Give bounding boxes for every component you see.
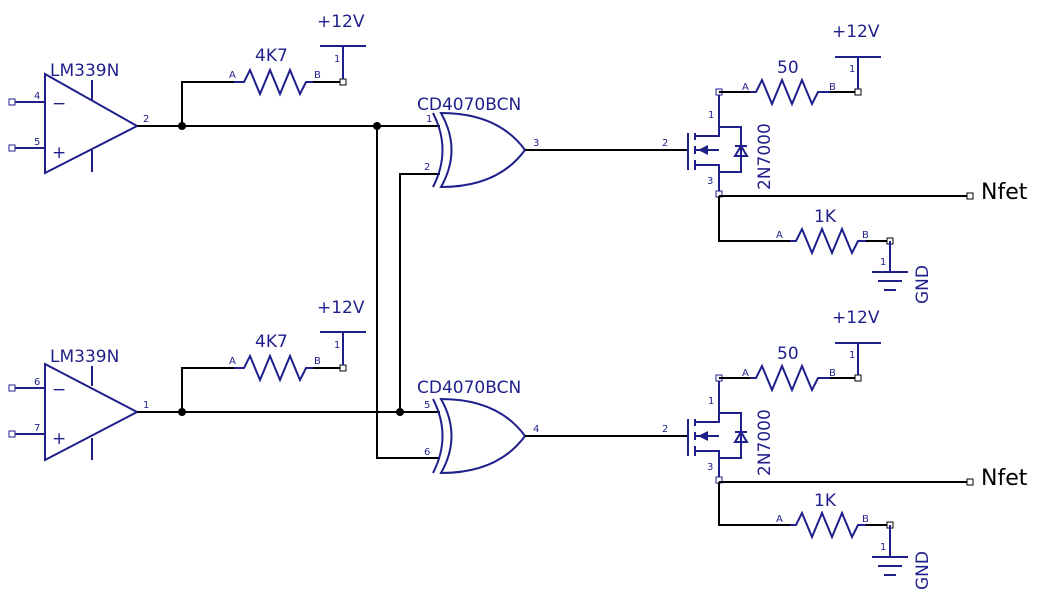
output-label-1: Nfet: [981, 180, 1028, 205]
mosfet-1-pin-drain: 1: [708, 110, 714, 121]
xor-1-label: CD4070BCN: [417, 95, 521, 115]
xor-1-pin-in1: 1: [426, 114, 432, 125]
supply-3: 1 +12V: [317, 298, 366, 365]
comparator-2-pin-out: 1: [143, 400, 149, 411]
mosfet-1: 2 1 3 2N7000: [662, 88, 775, 198]
mosfet-2-pin-gate: 2: [662, 424, 668, 435]
comparator-1-plus-sign: +: [52, 143, 66, 163]
xor-2-pin-in2: 6: [424, 447, 430, 458]
mosfet-1-arrow: [698, 145, 708, 155]
xor-gate-1: 1 2 3 CD4070BCN: [417, 95, 539, 189]
supply-1-label: +12V: [317, 12, 365, 32]
gate-res-2-pin-a: A: [742, 368, 749, 379]
supply-3-pin: 1: [334, 340, 340, 351]
pulldown-2-pin-b: B: [862, 514, 869, 525]
pullup-resistor-1: A B 4K7: [229, 46, 347, 97]
gate-resistor-1: A B 50: [719, 58, 862, 107]
comparator-1: − + 4 5 2 LM339N: [8, 61, 149, 175]
pulldown-2-pin-a: A: [776, 514, 783, 525]
ground-1-pin: 1: [880, 257, 886, 268]
pullup-2-pin-b: B: [314, 356, 321, 367]
xor-2-label: CD4070BCN: [417, 378, 521, 398]
pullup-2-value: 4K7: [255, 332, 288, 352]
xor-gate-2: 5 6 4 CD4070BCN: [417, 378, 539, 475]
supply-4-label: +12V: [832, 308, 880, 328]
pulldown-1-pin-a: A: [776, 230, 783, 241]
body-diode: [733, 144, 749, 157]
xor-1-pin-out: 3: [533, 138, 539, 149]
mosfet-2-arrow: [698, 431, 708, 441]
mosfet-1-label: 2N7000: [755, 123, 775, 190]
mosfet-2-label: 2N7000: [755, 409, 775, 476]
gate-resistor-2: A B 50: [719, 344, 862, 393]
gate-res-2-value: 50: [777, 344, 799, 364]
xor-2-pin-out: 4: [533, 424, 539, 435]
pulldown-2-value: 1K: [814, 491, 837, 511]
pulldown-resistor-1: A B 1K: [718, 196, 894, 256]
pulldown-1-value: 1K: [814, 207, 837, 227]
supply-3-label: +12V: [317, 298, 365, 318]
comparator-1-label: LM339N: [50, 61, 119, 81]
comparator-2-pin-noninv: 7: [34, 423, 40, 434]
mosfet-2-pin-source: 3: [707, 462, 713, 473]
pullup-2-pin-a: A: [229, 356, 236, 367]
pullup-1-pin-b: B: [314, 70, 321, 81]
comparator-2-label: LM339N: [50, 347, 119, 367]
supply-4-pin: 1: [849, 350, 855, 361]
mosfet-2: 2 1 3 2N7000: [662, 374, 775, 484]
ground-1-label: GND: [913, 265, 933, 304]
ground-2: 1 GND: [872, 525, 933, 590]
comparator-2-plus-sign: +: [52, 429, 66, 449]
comparator-1-pin-inv: 4: [34, 91, 40, 102]
comparator-2-body: [44, 362, 140, 462]
xor-1-pin-in2: 2: [424, 162, 430, 173]
comparator-1-pin-out: 2: [143, 114, 149, 125]
gate-res-1-pin-b: B: [829, 82, 836, 93]
comparator-1-noninv-terminal: [8, 144, 16, 152]
comparator-1-pin-noninv: 5: [34, 137, 40, 148]
comparator-2: − + 6 7 1 LM339N: [8, 347, 149, 462]
pullup-1-pin-a: A: [229, 70, 236, 81]
mosfet-1-pin-gate: 2: [662, 138, 668, 149]
ground-2-label: GND: [913, 551, 933, 590]
supply-2: 1 +12V: [832, 22, 881, 89]
supply-4: 1 +12V: [832, 308, 881, 375]
pullup-1-value: 4K7: [255, 46, 288, 66]
supply-1: 1 +12V: [317, 12, 366, 79]
comparator-1-inv-terminal: [8, 98, 16, 106]
pulldown-resistor-2: A B 1K: [718, 482, 894, 540]
gate-res-1-pin-a: A: [742, 82, 749, 93]
supply-2-label: +12V: [832, 22, 880, 42]
gate-res-1-value: 50: [777, 58, 799, 78]
comparator-2-minus-sign: −: [52, 380, 66, 400]
mosfet-2-pin-drain: 1: [708, 396, 714, 407]
ground-1: 1 GND: [872, 241, 933, 304]
junction: [396, 408, 404, 416]
xor-2-pin-in1: 5: [424, 400, 430, 411]
output-label-2: Nfet: [981, 466, 1028, 491]
body-diode: [733, 430, 749, 443]
mosfet-1-pin-source: 3: [707, 176, 713, 187]
ground-2-pin: 1: [880, 542, 886, 553]
pulldown-1-pin-b: B: [862, 230, 869, 241]
comparator-1-minus-sign: −: [52, 94, 66, 114]
gate-res-2-pin-b: B: [829, 368, 836, 379]
pullup-resistor-2: A B 4K7: [229, 332, 347, 383]
comparator-2-pin-inv: 6: [34, 377, 40, 388]
supply-1-pin: 1: [334, 54, 340, 65]
supply-2-pin: 1: [849, 64, 855, 75]
